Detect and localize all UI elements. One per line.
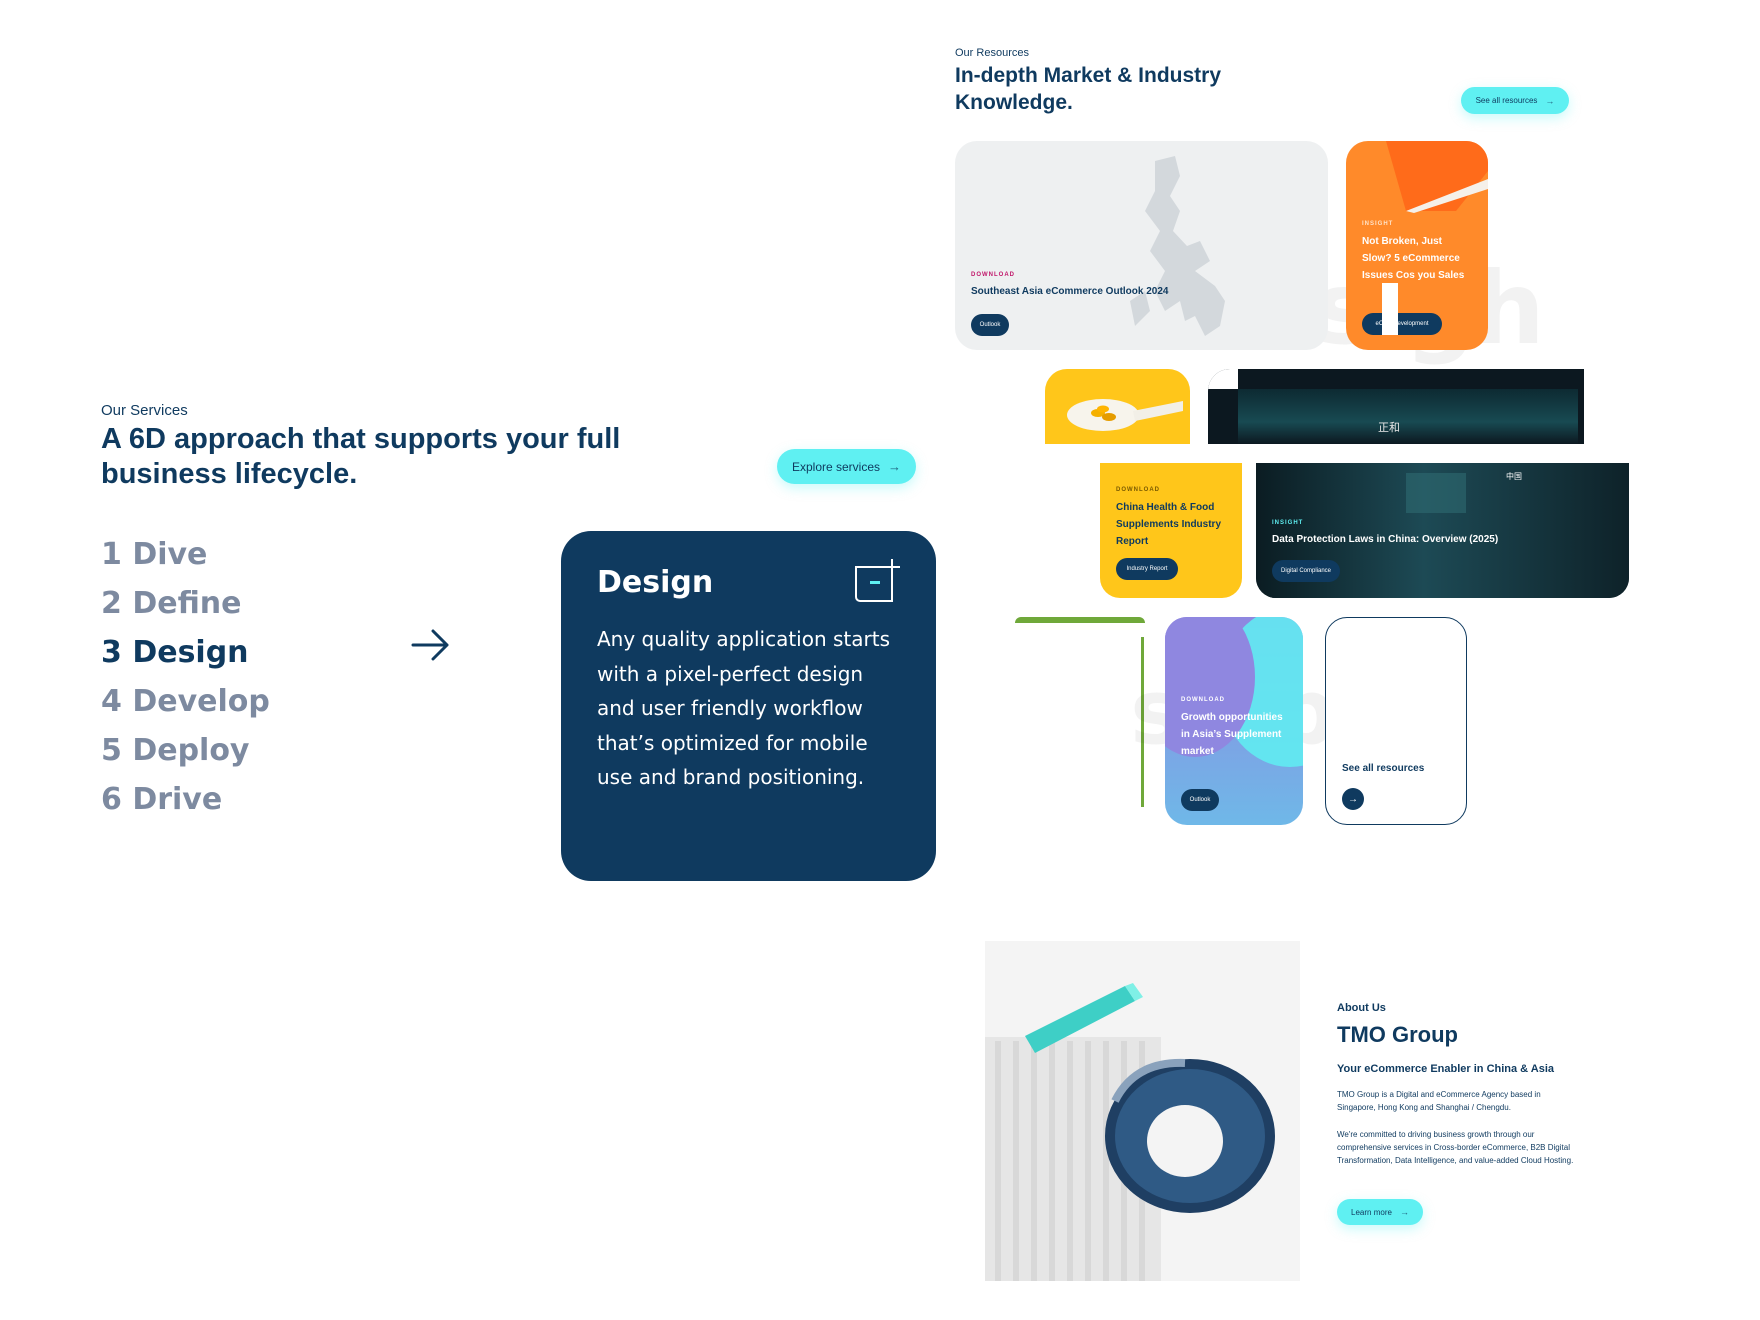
about-paragraph-2: We're committed to driving business grow… — [1337, 1130, 1574, 1165]
arrow-right-icon: → — [888, 459, 902, 474]
about-eyebrow: About Us — [1337, 1002, 1386, 1014]
card-tag: INSIGHT — [1272, 520, 1304, 526]
see-all-resources-button[interactable]: See all resources → — [1461, 87, 1569, 114]
shop-window — [1406, 473, 1466, 513]
see-all-resources-label: See all resources — [1475, 96, 1538, 105]
learn-more-button[interactable]: Learn more → — [1337, 1199, 1423, 1225]
spoon-with-capsules-illustration — [1067, 399, 1183, 431]
card-chip[interactable]: Outlook — [971, 314, 1009, 336]
storefront-backdrop — [1238, 389, 1578, 444]
service-detail-body: Any quality application starts with a pi… — [597, 627, 891, 789]
card-tag: DOWNLOAD — [1181, 697, 1225, 703]
card-chip[interactable]: eCo d Development — [1362, 313, 1442, 335]
about-paragraph-1: TMO Group is a Digital and eCommerce Age… — [1337, 1090, 1541, 1112]
resource-card-growth[interactable]: DOWNLOAD Growth opportunities in Asia’s … — [1165, 617, 1303, 825]
arrow-circle-icon[interactable]: → — [1342, 788, 1364, 810]
about-image-3d-o — [985, 941, 1300, 1281]
arrow-right-icon: → — [1399, 1207, 1409, 1217]
about-title: TMO Group — [1337, 1022, 1458, 1047]
about-subtitle: Your eCommerce Enabler in China & Asia — [1337, 1063, 1555, 1075]
crop-design-icon — [855, 559, 900, 602]
arrow-right-icon: → — [1545, 95, 1555, 106]
resource-card-spoon-image — [1045, 369, 1190, 444]
service-detail-card: Design Any quality application starts wi… — [561, 531, 936, 881]
card-title: Data Protection Laws in China: Overview … — [1272, 534, 1499, 545]
philippines-map-illustration — [1130, 156, 1225, 336]
step-drive[interactable]: 6 Drive — [101, 782, 223, 817]
step-dive[interactable]: 1 Dive — [101, 537, 208, 572]
card-tag: DOWNLOAD — [971, 272, 1015, 278]
card-title: China Health & Food Supplements Industry… — [1116, 502, 1222, 547]
resource-card-not-broken[interactable]: INSIGHT Not Broken, Just Slow? 5 eCommer… — [1346, 141, 1488, 350]
explore-services-label: Explore services — [791, 459, 881, 474]
services-steps-list: 1 Dive 2 Define 3 Design 4 Develop 5 Dep… — [101, 530, 270, 824]
card-title: See all resources — [1342, 763, 1425, 774]
resource-card-see-all[interactable]: See all resources → — [1325, 617, 1467, 825]
card-tag: DOWNLOAD — [1116, 487, 1160, 493]
resource-card-china-health[interactable]: DOWNLOAD China Health & Food Supplements… — [1100, 463, 1242, 598]
step-define[interactable]: 2 Define — [101, 586, 242, 621]
resource-card-street-image: 正和 — [1208, 369, 1584, 444]
learn-more-label: Learn more — [1351, 1207, 1392, 1217]
card-chip[interactable]: Outlook — [1181, 789, 1219, 811]
transition-mask — [1208, 369, 1238, 389]
abstract-3d-o-illustration — [985, 941, 1300, 1281]
transition-mask — [1382, 283, 1398, 335]
resource-card-green-edge — [1141, 637, 1144, 807]
step-deploy[interactable]: 5 Deploy — [101, 733, 250, 768]
card-title: Growth opportunities in Asia’s Supplemen… — [1181, 712, 1283, 757]
card-title: Not Broken, Just Slow? 5 eCommerce Issue… — [1362, 236, 1465, 281]
service-detail-title: Design — [597, 565, 714, 600]
services-title: A 6D approach that supports your full bu… — [101, 423, 621, 490]
resource-card-green-sliver — [1015, 617, 1145, 623]
resources-eyebrow: Our Resources — [955, 47, 1029, 59]
active-step-arrow-icon — [411, 629, 449, 661]
resource-card-sea-outlook[interactable]: DOWNLOAD Southeast Asia eCommerce Outloo… — [955, 141, 1328, 350]
card-chip[interactable]: Industry Report — [1116, 558, 1178, 580]
card-title: Southeast Asia eCommerce Outlook 2024 — [971, 286, 1169, 297]
resources-title: In-depth Market & Industry Knowledge. — [955, 64, 1222, 114]
explore-services-button[interactable]: Explore services → — [777, 449, 916, 484]
step-design[interactable]: 3 Design — [101, 635, 249, 670]
storefront-sign: 正和 — [1378, 422, 1400, 434]
card-tag: INSIGHT — [1362, 221, 1394, 227]
card-chip[interactable]: Digital Compliance — [1272, 560, 1340, 582]
book-illustration — [1386, 141, 1488, 213]
resource-card-data-protection[interactable]: 中国 INSIGHT Data Protection Laws in China… — [1256, 463, 1629, 598]
services-eyebrow: Our Services — [101, 402, 188, 419]
storefront-sign: 中国 — [1506, 472, 1522, 481]
step-develop[interactable]: 4 Develop — [101, 684, 270, 719]
